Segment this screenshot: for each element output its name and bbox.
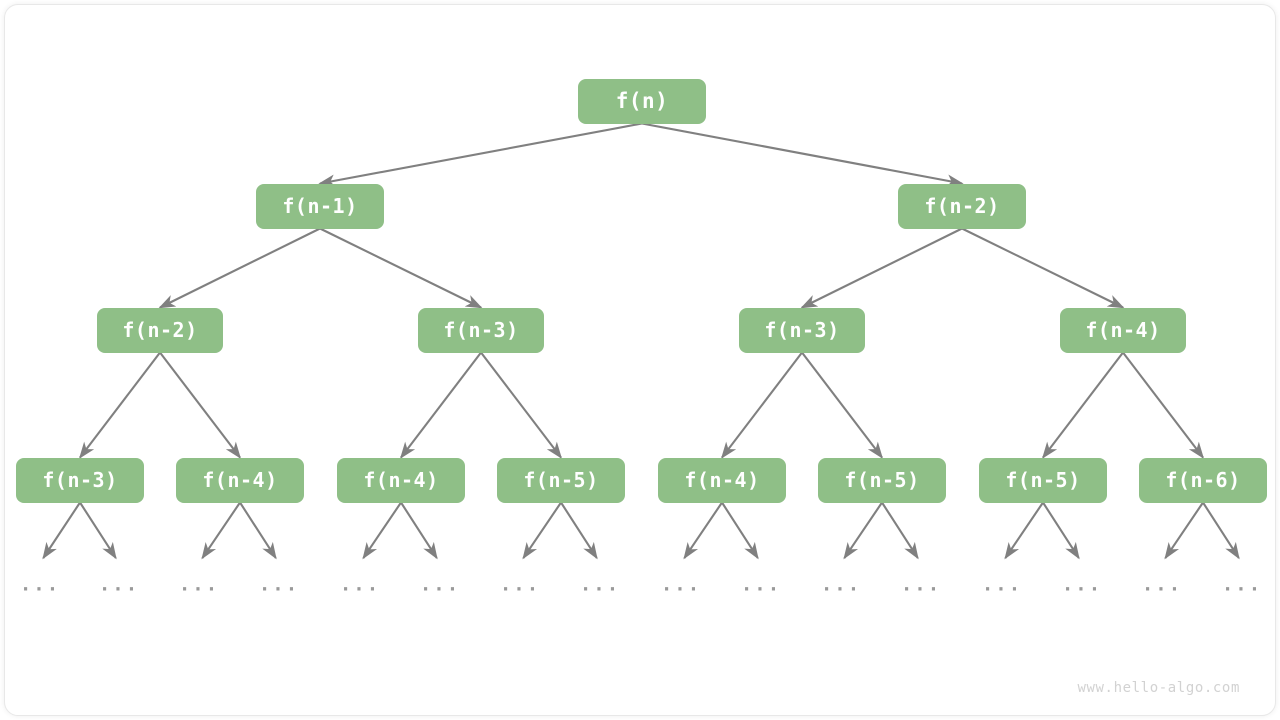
tree-edge bbox=[159, 351, 242, 459]
leaf-stub-arrow-group bbox=[42, 501, 1240, 560]
ellipsis-label: ... bbox=[900, 573, 942, 596]
tree-node-label: f(n-2) bbox=[122, 318, 198, 342]
tree-node-label: f(n-3) bbox=[764, 318, 840, 342]
tree-node-label: f(n-5) bbox=[844, 468, 920, 492]
leaf-stub-arrow bbox=[362, 501, 402, 560]
leaf-stub-arrow bbox=[1202, 501, 1240, 560]
tree-edge bbox=[319, 227, 483, 309]
tree-edge bbox=[1122, 351, 1205, 459]
tree-edge bbox=[158, 227, 321, 309]
leaf-stub-arrow bbox=[1164, 501, 1204, 560]
leaf-stub-arrow bbox=[1042, 501, 1080, 560]
watermark: www.hello-algo.com bbox=[1077, 680, 1240, 696]
tree-edge bbox=[720, 351, 803, 459]
tree-node: f(n-3) bbox=[739, 307, 865, 353]
tree-edge bbox=[318, 122, 643, 187]
tree-node-label: f(n-4) bbox=[1085, 318, 1161, 342]
tree-edge bbox=[801, 351, 884, 459]
ellipsis-label: ... bbox=[981, 573, 1023, 596]
leaf-stub-arrow bbox=[721, 501, 759, 560]
tree-node: f(n-4) bbox=[1060, 307, 1186, 353]
leaf-stub-arrow bbox=[683, 501, 723, 560]
tree-node: f(n-4) bbox=[337, 457, 465, 503]
tree-edge bbox=[961, 227, 1125, 309]
tree-node: f(n-5) bbox=[818, 457, 946, 503]
tree-edge bbox=[399, 351, 482, 459]
ellipsis-label: ... bbox=[740, 573, 782, 596]
tree-node-label: f(n) bbox=[615, 88, 669, 113]
tree-node: f(n-6) bbox=[1139, 457, 1267, 503]
leaf-stub-arrow bbox=[201, 501, 241, 560]
tree-node: f(n-3) bbox=[418, 307, 544, 353]
tree-node: f(n-3) bbox=[16, 457, 144, 503]
leaf-stub-arrow bbox=[400, 501, 438, 560]
leaf-stub-arrow bbox=[881, 501, 919, 560]
tree-node-label: f(n-5) bbox=[523, 468, 599, 492]
ellipsis-label: ... bbox=[419, 573, 461, 596]
tree-node-label: f(n-2) bbox=[924, 194, 1000, 218]
tree-node: f(n-5) bbox=[979, 457, 1107, 503]
tree-node-label: f(n-3) bbox=[443, 318, 519, 342]
leaf-stub-arrow bbox=[843, 501, 883, 560]
tree-edge-group bbox=[78, 122, 1205, 459]
ellipsis-label: ... bbox=[178, 573, 220, 596]
ellipsis-label: ... bbox=[19, 573, 61, 596]
ellipsis-label: ... bbox=[1061, 573, 1103, 596]
ellipsis-label: ... bbox=[339, 573, 381, 596]
tree-node: f(n) bbox=[578, 78, 706, 124]
tree-node-label: f(n-6) bbox=[1165, 468, 1241, 492]
tree-node-label: f(n-4) bbox=[202, 468, 278, 492]
tree-node-label: f(n-4) bbox=[684, 468, 760, 492]
tree-node: f(n-2) bbox=[898, 183, 1026, 229]
ellipsis-label: ... bbox=[579, 573, 621, 596]
tree-node-label: f(n-5) bbox=[1005, 468, 1081, 492]
tree-node: f(n-4) bbox=[176, 457, 304, 503]
tree-node-label: f(n-1) bbox=[282, 194, 358, 218]
leaf-stub-arrow bbox=[1004, 501, 1044, 560]
tree-edge bbox=[480, 351, 563, 459]
tree-edge bbox=[800, 227, 963, 309]
leaf-stub-arrow bbox=[42, 501, 81, 560]
leaf-stub-arrow bbox=[79, 501, 117, 560]
tree-node: f(n-2) bbox=[97, 307, 223, 353]
tree-edge bbox=[641, 122, 964, 187]
ellipsis-label: ... bbox=[98, 573, 140, 596]
tree-node: f(n-1) bbox=[256, 183, 384, 229]
tree-edge bbox=[78, 351, 161, 459]
tree-node-label: f(n-3) bbox=[42, 468, 118, 492]
tree-node-label: f(n-4) bbox=[363, 468, 439, 492]
leaf-stub-arrow bbox=[522, 501, 562, 560]
leaf-stub-arrow bbox=[239, 501, 277, 560]
tree-edge bbox=[1041, 351, 1124, 459]
ellipsis-label: ... bbox=[1221, 573, 1263, 596]
ellipsis-label: ... bbox=[258, 573, 300, 596]
ellipsis-label: ... bbox=[499, 573, 541, 596]
ellipsis-label: ... bbox=[660, 573, 702, 596]
leaf-stub-arrow bbox=[560, 501, 598, 560]
tree-node: f(n-4) bbox=[658, 457, 786, 503]
ellipsis-label: ... bbox=[820, 573, 862, 596]
ellipsis-label: ... bbox=[1141, 573, 1183, 596]
tree-node: f(n-5) bbox=[497, 457, 625, 503]
